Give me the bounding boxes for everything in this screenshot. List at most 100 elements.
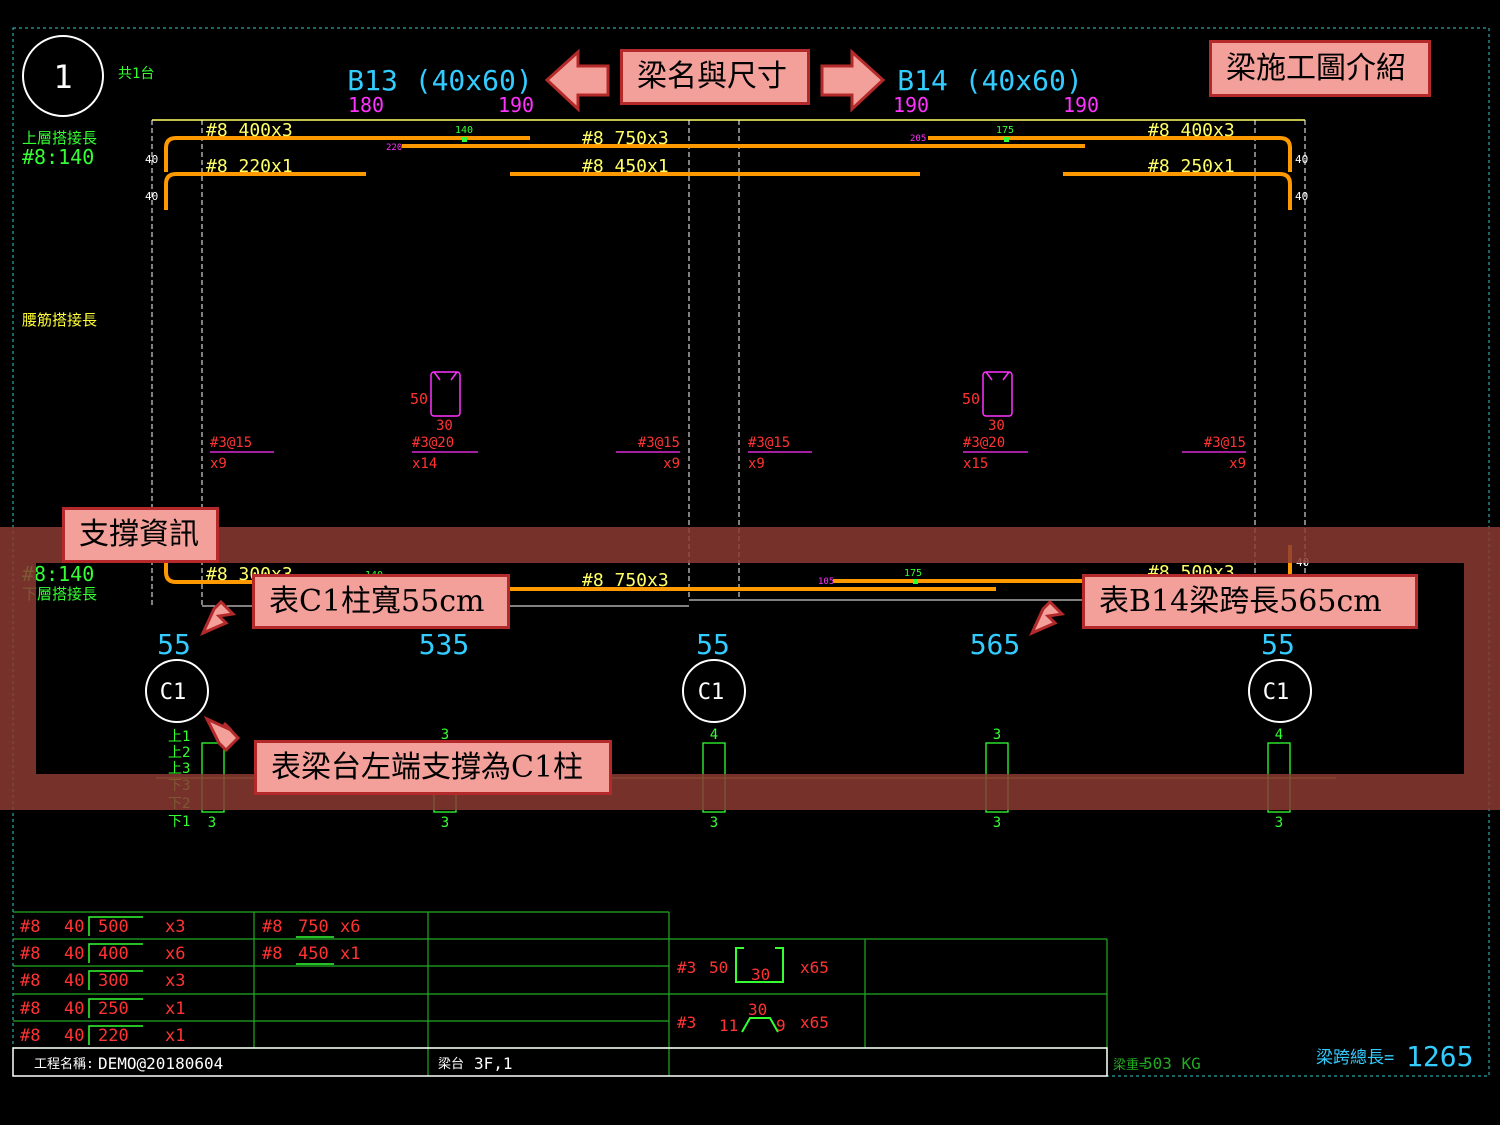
total-value: 1265	[1406, 1040, 1473, 1073]
waist-lap-label: 腰筋搭接長	[22, 311, 97, 329]
schedule-left-rows: #8 40 500 x3 #8 40 400 x6 #8 40 300 x3 #…	[20, 917, 185, 1046]
stirrup-spec-6: #3@15	[1204, 435, 1246, 451]
row2-len: 400	[98, 944, 129, 964]
stirrup-spec-4: #3@15	[748, 435, 790, 451]
mid-underlines	[296, 936, 334, 965]
stirrup-row2-w: 30	[748, 1000, 767, 1019]
arrow-left-support-icon	[203, 715, 241, 753]
stirrup-shape-2	[982, 371, 1013, 417]
top-bar-left-2	[164, 172, 366, 210]
stirrup-count-6: x9	[1229, 456, 1246, 472]
column-1-label: C1	[160, 680, 187, 705]
dim-205: 205	[910, 134, 926, 144]
span-b13: 535	[419, 628, 470, 661]
arrow-c1-width-icon	[200, 599, 237, 636]
title-callout: 梁施工圖介紹	[1209, 40, 1431, 97]
span-col3: 55	[1261, 628, 1295, 661]
mid-row1-bar: #8	[262, 917, 282, 937]
row2-bar: #8	[20, 944, 40, 964]
hook-40-a: 40	[145, 153, 158, 166]
top-lap-value: #8:140	[22, 145, 94, 169]
count-label: 共1台	[118, 66, 154, 82]
row1-len: 500	[98, 917, 129, 937]
left-support-callout: 表梁台左端支撐為C1柱	[254, 740, 612, 795]
row1-hook: 40	[64, 917, 84, 937]
hook-40-d: 40	[1295, 190, 1308, 203]
stirrup-spec-5: #3@20	[963, 435, 1005, 451]
stirrup-height-2: 50	[962, 390, 980, 408]
hook-40-b: 40	[145, 190, 158, 203]
sheet-number: 1	[53, 58, 72, 96]
support-top-count-4: 4	[1275, 727, 1283, 743]
hook-40-c: 40	[1295, 153, 1308, 166]
top-lap-label: 上層搭接長	[22, 129, 97, 147]
lap-mark-3	[913, 579, 918, 584]
lap-mark-1	[462, 137, 467, 142]
weight-label: 梁重=	[1113, 1057, 1147, 1073]
hook-shape-marks	[88, 916, 143, 1045]
support-bot-count-2: 3	[441, 815, 449, 831]
row5-qty: x1	[165, 1026, 185, 1046]
stirrup-spec-3: #3@15	[638, 435, 680, 451]
mid-row1-qty: x6	[340, 917, 360, 937]
column-3-label: C1	[1263, 680, 1290, 705]
stirrup-height-1: 50	[410, 390, 428, 408]
weight-value: 503 KG	[1143, 1054, 1201, 1073]
arrow-right-icon	[820, 48, 886, 113]
level-top1: 上1	[168, 729, 190, 745]
stirrup-count-5: x15	[963, 456, 988, 472]
beam-b13-name: B13 (40x60)	[347, 64, 532, 97]
stirrup-count-2: x14	[412, 456, 437, 472]
beam-b14-left-len: 190	[893, 93, 929, 117]
column-3-circle	[1248, 659, 1312, 723]
mid-row1-len: 750	[298, 917, 329, 937]
stirrup-spec-1: #3@15	[210, 435, 252, 451]
stirrup-row2-bar: #3	[677, 1013, 696, 1032]
beam-label: 梁台	[438, 1057, 464, 1072]
bottom-bar-left	[164, 555, 368, 584]
support-bot-count-4: 3	[993, 815, 1001, 831]
stirrup-count-3: x9	[663, 456, 680, 472]
stirrup-row1-bar: #3	[677, 958, 696, 977]
level-top2: 上2	[168, 745, 190, 761]
row5-hook: 40	[64, 1026, 84, 1046]
top-bar-label-3: #8 400x3	[1148, 120, 1235, 141]
sheet-number-circle	[22, 35, 104, 117]
beam-b14-name: B14 (40x60)	[897, 64, 1082, 97]
stirrup-width-1: 30	[436, 418, 453, 434]
row5-len: 220	[98, 1026, 129, 1046]
stirrup-row1-w: 30	[751, 965, 770, 984]
stirrup-shape-1	[430, 371, 461, 417]
dim-140: 140	[455, 125, 473, 136]
top-bar-left-1	[164, 136, 530, 172]
stirrup-row2-shape	[741, 1017, 779, 1033]
stirrup-row1-qty: x65	[800, 958, 829, 977]
mid-row2-qty: x1	[340, 944, 360, 964]
column-2-circle	[682, 659, 746, 723]
row4-qty: x1	[165, 999, 185, 1019]
top-bar-label-4: #8 220x1	[206, 156, 293, 177]
top-bar-label-2: #8 750x3	[582, 128, 669, 149]
support-bot-count-1: 3	[208, 815, 216, 831]
c1-width-callout: 表C1柱寬55cm	[252, 574, 510, 629]
support-bot-count-3: 3	[710, 815, 718, 831]
row4-len: 250	[98, 999, 129, 1019]
row2-qty: x6	[165, 944, 185, 964]
top-bar-right-1	[928, 136, 1292, 172]
top-bar-right-2	[1063, 172, 1292, 210]
stirrup-spec-2: #3@20	[412, 435, 454, 451]
top-bar-label-6: #8 250x1	[1148, 156, 1235, 177]
top-rebars	[164, 136, 1292, 210]
row4-bar: #8	[20, 999, 40, 1019]
row3-hook: 40	[64, 971, 84, 991]
row3-bar: #8	[20, 971, 40, 991]
support-top-count-3: 3	[993, 727, 1001, 743]
span-b14: 565	[970, 628, 1021, 661]
title-row-frame	[12, 1047, 1108, 1077]
column-2-label: C1	[698, 680, 725, 705]
stirrup-row1-shape	[735, 947, 784, 983]
stirrup-row1-h: 50	[709, 958, 728, 977]
support-info-callout: 支撐資訊	[62, 507, 219, 563]
bottom-dim-105: 105	[818, 577, 834, 587]
